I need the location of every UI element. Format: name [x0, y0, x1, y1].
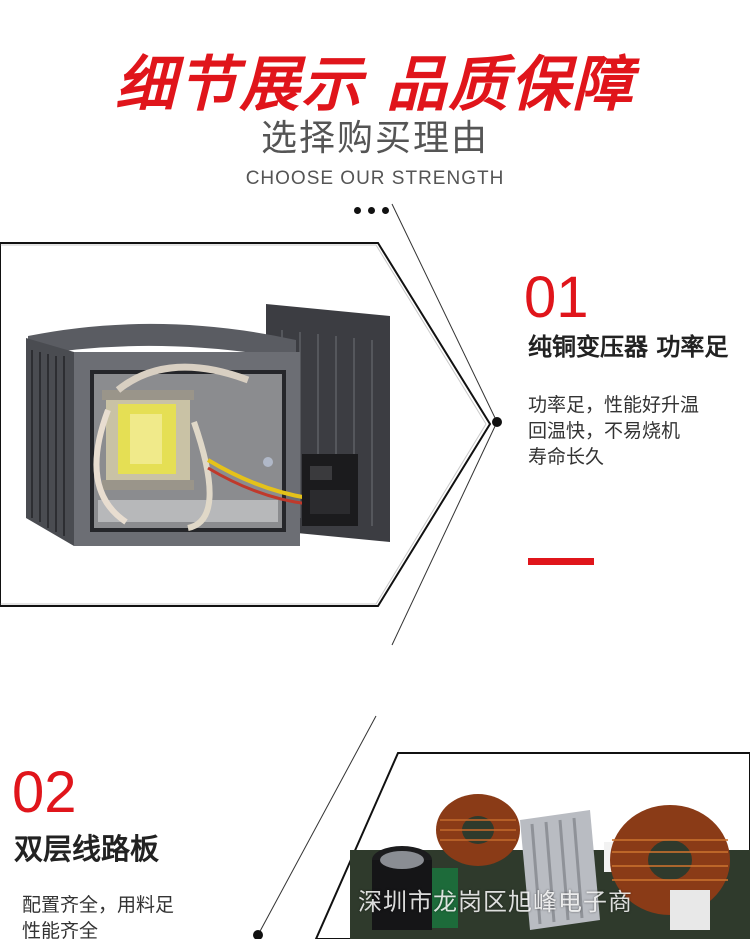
feature-number: 01: [524, 265, 589, 330]
feature-description: 配置齐全，用料足 性能齐全: [22, 892, 174, 944]
feature-description: 功率足，性能好升温 回温快，不易烧机 寿命长久: [528, 392, 699, 470]
feature-description-line: 性能齐全: [22, 920, 99, 942]
feature-title: 双层线路板: [14, 832, 160, 866]
feature-description-line: 配置齐全，用料足: [22, 894, 175, 916]
decorative-dots: [354, 199, 396, 214]
page-subtitle: 选择购买理由: [260, 118, 489, 159]
dot-icon: [368, 207, 375, 214]
connector-dot-icon: [253, 930, 263, 939]
feature-title: 纯铜变压器 功率足: [528, 333, 729, 361]
watermark: 深圳市龙岗区旭峰电子商: [358, 888, 633, 916]
connector-dot-icon: [492, 417, 502, 427]
accent-bar: [528, 558, 594, 565]
circuit-board-product-image: [350, 794, 750, 939]
feature-number: 02: [12, 760, 77, 825]
page-title: 细节展示 品质保障: [115, 50, 635, 120]
transformer-product-image: [26, 304, 390, 546]
feature-description-line: 回温快，不易烧机: [528, 420, 681, 442]
dot-icon: [354, 207, 361, 214]
feature-description-line: 寿命长久: [528, 446, 605, 468]
feature-description-line: 功率足，性能好升温: [528, 394, 700, 416]
dot-icon: [382, 207, 389, 214]
page-subtitle-en: CHOOSE OUR STRENGTH: [245, 168, 505, 189]
